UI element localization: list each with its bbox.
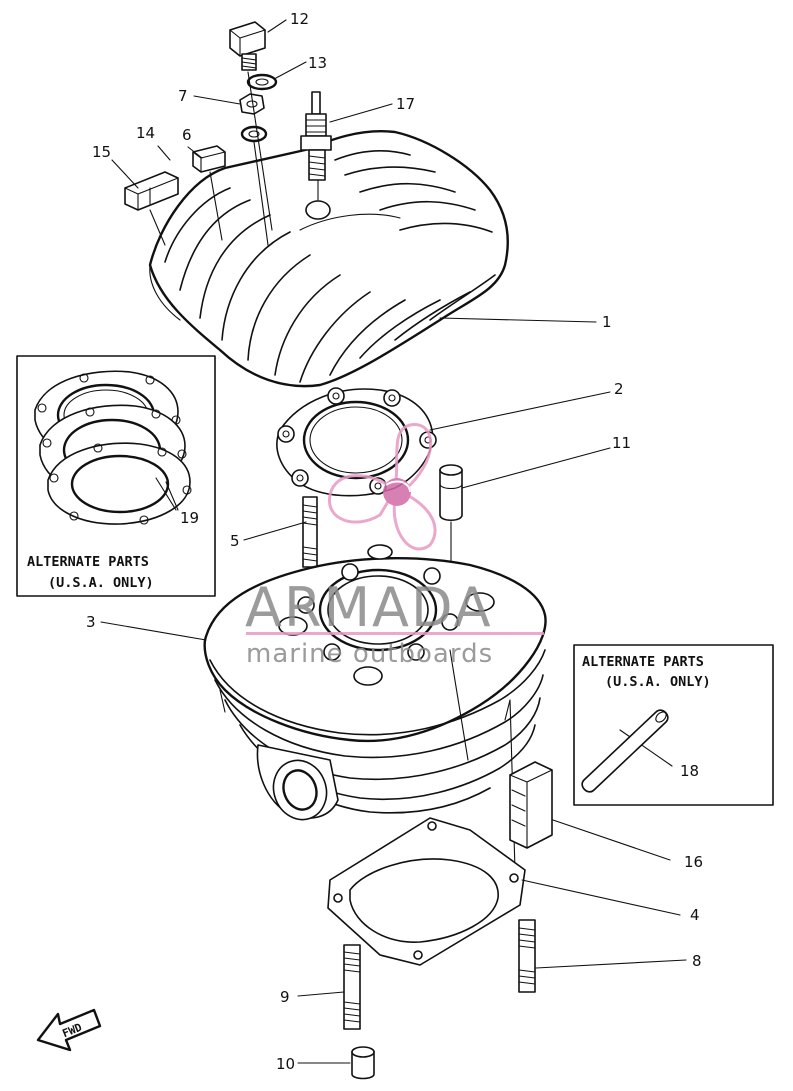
- callout-15: 15: [92, 143, 111, 161]
- callout-14: 14: [136, 124, 155, 142]
- stud-bolt-5: [302, 496, 318, 611]
- callout-11: 11: [612, 434, 631, 452]
- watermark-underline: [246, 632, 544, 635]
- head-bolt: [229, 21, 266, 71]
- base-gasket: [327, 817, 526, 966]
- pin-18: [581, 709, 669, 793]
- washer-6: [240, 125, 268, 143]
- callout-3: 3: [86, 613, 96, 631]
- callout-10: 10: [276, 1055, 295, 1073]
- callout-18: 18: [680, 762, 699, 780]
- callout-19: 19: [180, 509, 199, 527]
- cap-15: [124, 171, 179, 211]
- cylinder-body: [203, 544, 547, 871]
- washer-13: [246, 73, 278, 91]
- callout-numbers: 1 2 3 4 5 6 7 8 9 10 11 12 13 14 15 16 1…: [86, 10, 703, 1073]
- alternate-parts-box-left: ALTERNATE PARTS (U.S.A. ONLY): [16, 355, 216, 597]
- callout-13: 13: [308, 54, 327, 72]
- callout-8: 8: [692, 952, 702, 970]
- stud-bolt-9: [343, 944, 361, 1030]
- alternate-parts-box-right: ALTERNATE PARTS (U.S.A. ONLY): [573, 644, 774, 806]
- callout-7: 7: [178, 87, 188, 105]
- fwd-arrow-icon: FWD: [36, 1008, 102, 1052]
- callout-5: 5: [230, 532, 240, 550]
- alt-box-right-line1: ALTERNATE PARTS: [582, 654, 704, 670]
- callout-2: 2: [614, 380, 624, 398]
- callout-17: 17: [396, 95, 415, 113]
- alt-box-right-line2: (U.S.A. ONLY): [605, 674, 711, 690]
- bracket-16: [509, 761, 553, 849]
- callout-1: 1: [602, 313, 612, 331]
- stud-bolt-8: [518, 919, 536, 993]
- nut-10: [351, 1046, 375, 1080]
- cap-14: [192, 145, 226, 173]
- watermark: ARMADA marine outboards: [245, 423, 544, 669]
- callout-16: 16: [684, 853, 703, 871]
- watermark-tagline: marine outboards: [246, 639, 493, 669]
- alt-box-left-line2: (U.S.A. ONLY): [48, 575, 154, 591]
- leader-lines: [100, 19, 687, 1064]
- callout-4: 4: [690, 906, 700, 924]
- nut-7: [239, 93, 265, 115]
- head-gasket: [276, 387, 437, 497]
- callout-12: 12: [290, 10, 309, 28]
- alt-box-left-line1: ALTERNATE PARTS: [27, 554, 149, 570]
- cylinder-head: [148, 130, 509, 388]
- watermark-brand: ARMADA: [245, 576, 493, 639]
- propeller-logo: [328, 423, 437, 551]
- callout-9: 9: [280, 988, 290, 1006]
- callout-6: 6: [182, 126, 192, 144]
- spark-plug: [300, 91, 332, 181]
